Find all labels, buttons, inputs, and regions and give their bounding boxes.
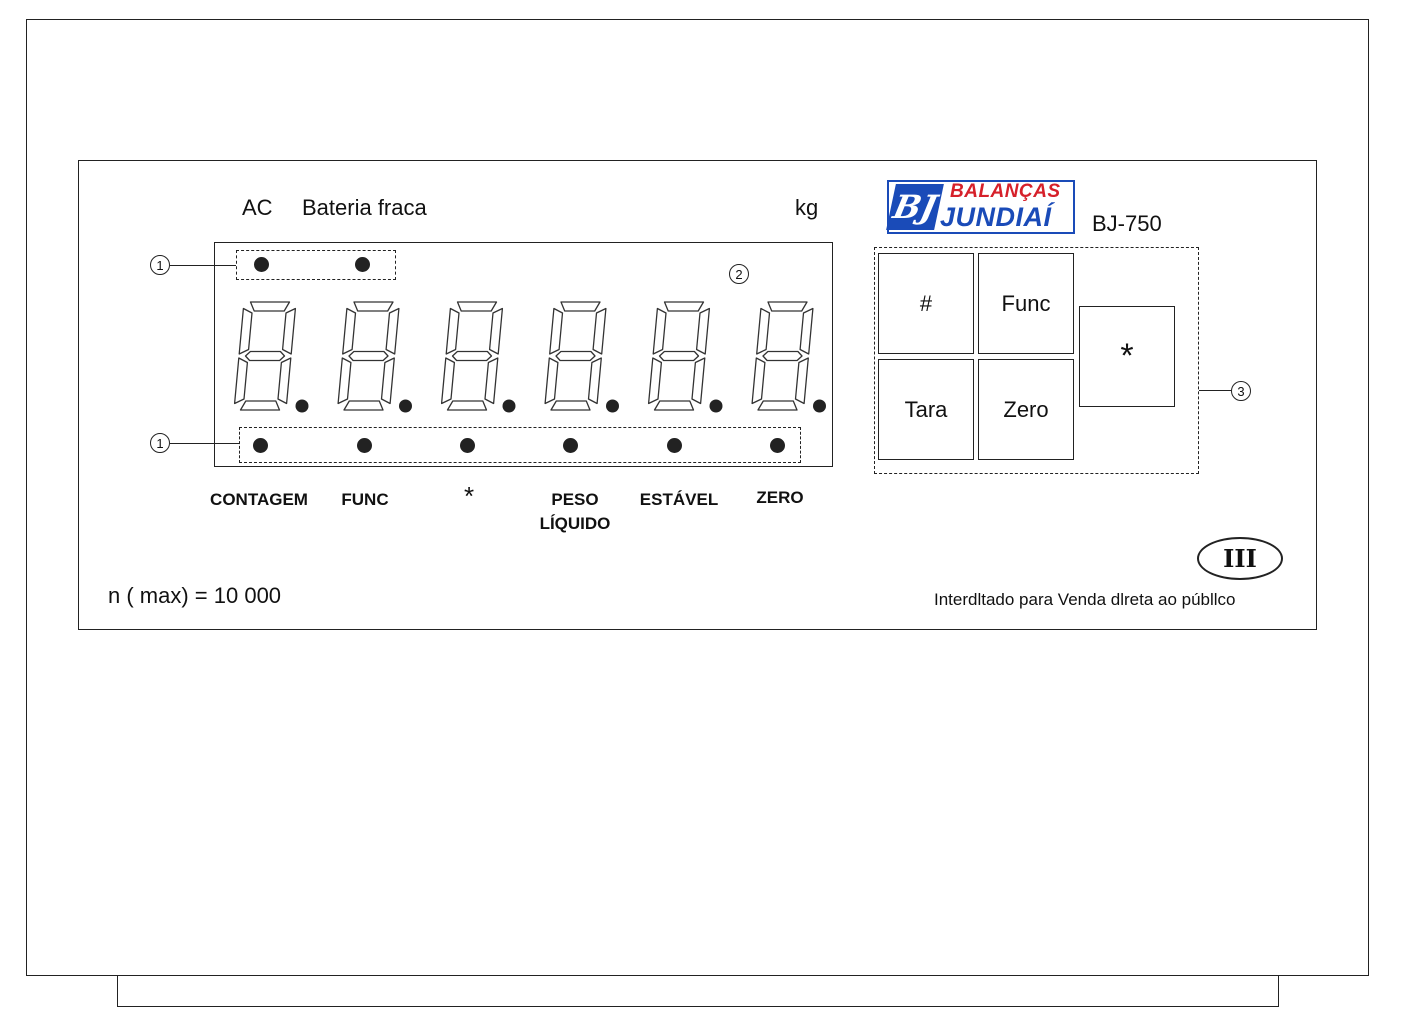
digit-6-segment-b	[799, 307, 814, 355]
model-label: BJ-750	[1092, 211, 1162, 236]
digit-3-segment-e	[440, 357, 456, 405]
callout-1-top: 1	[150, 255, 170, 275]
unit-label: kg	[795, 195, 819, 220]
digit-2-segment-e	[337, 357, 352, 405]
digit-3-segment-b	[488, 307, 504, 355]
status-led-zero	[770, 438, 785, 453]
status-label-estavel: ESTÁVEL	[639, 490, 719, 509]
status-led-peso-liquido	[563, 438, 578, 453]
digit-3-segment-c	[484, 357, 499, 405]
brand-logo-line2: JUNDIAÍ	[940, 202, 1052, 232]
top-led-group	[236, 250, 396, 280]
digit-1-segment-d	[239, 400, 281, 411]
digit-3-segment-d	[446, 400, 488, 411]
digit-4-segment-d	[550, 400, 591, 411]
digit-1-segment-b	[281, 307, 297, 355]
digit-5-decimal-point	[709, 399, 723, 413]
callout-2: 2	[729, 264, 749, 284]
brand-logo-mark: BJ	[886, 184, 944, 230]
digit-1-segment-a	[249, 301, 291, 312]
battery-low-indicator-label: Bateria fraca	[302, 195, 427, 220]
scale-case-outline	[26, 19, 1369, 976]
digit-3-segment-a	[456, 301, 498, 312]
status-label-func: FUNC	[341, 490, 389, 509]
digit-2-segment-a	[353, 301, 394, 312]
keypad-area	[874, 247, 1199, 474]
capacity-label: n ( max) = 10 000	[108, 583, 282, 608]
ac-led	[254, 257, 269, 272]
status-label-contagem: CONTAGEM	[210, 490, 308, 509]
digit-3-decimal-point	[502, 399, 516, 413]
accuracy-class-mark: III	[1197, 537, 1283, 580]
sale-restriction-notice: Interdltado para Venda dlreta ao públlco	[934, 590, 1236, 609]
digit-2-segment-d	[343, 400, 384, 411]
ac-indicator-label: AC	[242, 195, 273, 220]
digit-3-segment-f	[445, 307, 460, 355]
digit-5-segment-e	[647, 357, 663, 405]
digit-4-segment-f	[549, 307, 564, 355]
digit-4-segment-c	[587, 357, 602, 405]
digit-4-segment-g	[555, 350, 596, 362]
digit-4-segment-b	[592, 307, 607, 355]
callout-1-top-leader	[170, 265, 236, 266]
digit-5-segment-g	[658, 350, 700, 362]
digit-5-segment-c	[691, 357, 706, 405]
brand-logo-line1: BALANÇAS	[950, 181, 1061, 202]
status-led-func	[357, 438, 372, 453]
digit-1-segment-g	[244, 350, 286, 362]
tara-key[interactable]: Tara	[878, 359, 974, 460]
digit-4-segment-a	[560, 301, 601, 312]
digit-6-segment-f	[756, 307, 771, 355]
digit-2-segment-f	[342, 307, 357, 355]
digit-6-segment-e	[751, 357, 766, 405]
battery-low-led	[355, 257, 370, 272]
digit-2-segment-g	[348, 350, 389, 362]
digit-1-segment-c	[277, 357, 292, 405]
digit-6-decimal-point	[813, 399, 826, 413]
callout-3: 3	[1231, 381, 1251, 401]
callout-3-leader	[1199, 390, 1231, 391]
digit-4-decimal-point	[606, 399, 619, 413]
digit-6-segment-a	[767, 301, 808, 312]
digit-1-segment-e	[233, 357, 249, 405]
digit-5-segment-d	[653, 400, 695, 411]
digit-5-segment-a	[663, 301, 705, 312]
status-led-contagem	[253, 438, 268, 453]
digit-5-segment-f	[652, 307, 667, 355]
scale-base-outline	[117, 976, 1279, 1007]
digit-2-segment-c	[380, 357, 395, 405]
hash-key[interactable]: #	[878, 253, 974, 354]
front-panel	[78, 160, 1317, 630]
digit-1-decimal-point	[295, 399, 309, 413]
digit-2-segment-b	[385, 307, 400, 355]
status-label-peso-liquido: PESO LÍQUIDO	[539, 490, 611, 533]
digit-6-segment-d	[757, 400, 798, 411]
star-key[interactable]: *	[1079, 306, 1175, 407]
digit-1-segment-f	[238, 307, 253, 355]
status-label-zero: ZERO	[756, 488, 804, 507]
status-led-star	[460, 438, 475, 453]
digit-2-decimal-point	[399, 399, 412, 413]
digit-5-segment-b	[695, 307, 711, 355]
zero-key[interactable]: Zero	[978, 359, 1074, 460]
digit-6-segment-g	[762, 350, 803, 362]
digit-3-segment-g	[451, 350, 493, 362]
digit-6-segment-c	[794, 357, 809, 405]
seven-segment-display	[233, 301, 826, 413]
func-key[interactable]: Func	[978, 253, 1074, 354]
digit-4-segment-e	[544, 357, 559, 405]
status-label-star: *	[463, 481, 475, 511]
display-window	[214, 242, 833, 467]
callout-1-bottom-leader	[170, 443, 239, 444]
status-led-group	[239, 427, 801, 463]
callout-1-bottom: 1	[150, 433, 170, 453]
status-led-estavel	[667, 438, 682, 453]
